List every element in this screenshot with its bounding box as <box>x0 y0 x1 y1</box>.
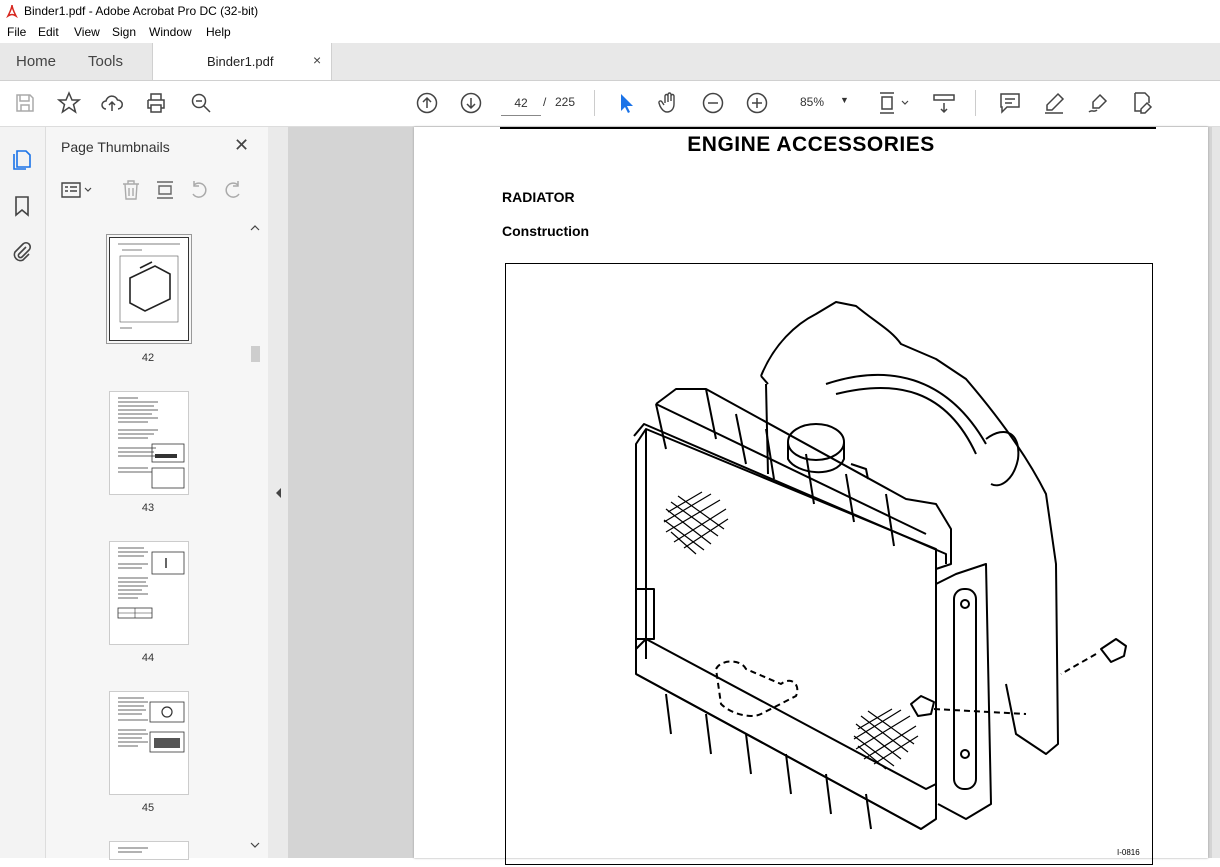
thumbnail-number: 43 <box>141 502 155 514</box>
thumbnail-preview <box>118 697 185 753</box>
toolbar-divider <box>594 90 595 116</box>
header-rule <box>500 127 1156 129</box>
tab-document[interactable]: Binder1.pdf × <box>152 43 332 80</box>
radiator-figure: I-0816 <box>505 263 1153 865</box>
sign-icon[interactable] <box>1086 91 1110 115</box>
scroll-mode-icon[interactable] <box>932 91 956 115</box>
tab-home[interactable]: Home <box>16 53 57 70</box>
rotate-right-icon[interactable] <box>222 179 244 201</box>
close-tab-icon[interactable]: × <box>313 52 322 68</box>
menu-help[interactable]: Help <box>206 25 231 39</box>
document-view: ENGINE ACCESSORIES RADIATOR Construction <box>288 127 1220 865</box>
radiator-diagram <box>633 301 1127 830</box>
menu-bar: File Edit View Sign Window Help <box>0 22 1220 43</box>
thumbnails-scrollbar[interactable] <box>248 219 262 858</box>
zoom-value: 85% <box>800 95 825 109</box>
chevron-down-icon: ▼ <box>840 95 849 105</box>
thumbnail-page-44[interactable] <box>109 541 189 645</box>
section-title: RADIATOR <box>502 189 575 205</box>
star-icon[interactable] <box>56 91 82 115</box>
toolbar-divider <box>975 90 976 116</box>
thumbnail-page-42[interactable] <box>106 234 192 344</box>
panel-title: Page Thumbnails <box>61 139 170 155</box>
attachment-icon[interactable] <box>11 241 33 263</box>
close-panel-icon[interactable]: ✕ <box>234 135 250 155</box>
acrobat-logo-icon <box>6 4 18 18</box>
page-heading: ENGINE ACCESSORIES <box>687 133 935 156</box>
thumbnail-number: 42 <box>141 352 155 364</box>
save-icon[interactable] <box>13 91 37 115</box>
menu-sign[interactable]: Sign <box>112 25 137 39</box>
title-bar: Binder1.pdf - Adobe Acrobat Pro DC (32-b… <box>0 0 1220 22</box>
zoom-in-icon[interactable] <box>745 91 769 115</box>
tab-bar: Home Tools Binder1.pdf × <box>0 43 1220 81</box>
zoom-out-icon[interactable] <box>701 91 725 115</box>
page-thumbnails-icon[interactable] <box>11 149 33 171</box>
delete-page-icon[interactable] <box>120 179 142 201</box>
thumbnail-page-43[interactable] <box>109 391 189 495</box>
insert-page-icon[interactable] <box>154 179 176 201</box>
document-scrollbar[interactable] <box>1212 127 1220 858</box>
thumbnail-preview <box>118 243 180 329</box>
thumbnail-number: 45 <box>141 802 155 814</box>
upload-cloud-icon[interactable] <box>100 91 124 115</box>
total-pages: 225 <box>555 95 576 109</box>
page-number-input[interactable] <box>501 91 541 116</box>
window-title: Binder1.pdf - Adobe Acrobat Pro DC (32-b… <box>24 4 259 18</box>
document-tab-label: Binder1.pdf <box>207 54 274 69</box>
print-icon[interactable] <box>144 91 168 115</box>
tab-tools[interactable]: Tools <box>88 53 124 70</box>
bookmark-icon[interactable] <box>11 195 33 217</box>
thumbnail-number: 44 <box>141 652 155 664</box>
page-fit-icon[interactable] <box>876 91 912 115</box>
page-separator: / <box>543 95 547 109</box>
thumbnail-options-icon[interactable] <box>60 179 94 201</box>
panel-splitter[interactable] <box>268 127 288 858</box>
next-page-icon[interactable] <box>459 91 483 115</box>
figure-code: I-0816 <box>1117 848 1140 857</box>
zoom-search-icon[interactable] <box>189 91 213 115</box>
thumbnails-panel: Page Thumbnails ✕ 42 43 <box>46 127 269 860</box>
thumbnail-page-46[interactable] <box>109 841 189 860</box>
highlight-pen-icon[interactable] <box>1042 91 1066 115</box>
toolbar: / 225 85% ▼ <box>0 81 1220 127</box>
thumbnail-page-45[interactable] <box>109 691 189 795</box>
left-rail <box>0 127 46 858</box>
select-cursor-icon[interactable] <box>614 91 638 115</box>
menu-edit[interactable]: Edit <box>38 25 59 39</box>
zoom-select[interactable]: 85% ▼ <box>788 91 854 113</box>
hand-tool-icon[interactable] <box>657 91 681 115</box>
rotate-left-icon[interactable] <box>188 179 210 201</box>
subsection-title: Construction <box>502 223 590 239</box>
menu-view[interactable]: View <box>74 25 100 39</box>
previous-page-icon[interactable] <box>415 91 439 115</box>
edit-pdf-icon[interactable] <box>1130 91 1154 115</box>
thumbnail-preview <box>117 547 185 619</box>
thumbnail-preview <box>118 397 185 489</box>
menu-window[interactable]: Window <box>149 25 192 39</box>
comment-icon[interactable] <box>998 91 1022 115</box>
thumbnail-preview <box>118 847 148 853</box>
menu-file[interactable]: File <box>7 25 27 39</box>
pdf-page: ENGINE ACCESSORIES RADIATOR Construction <box>414 127 1208 865</box>
